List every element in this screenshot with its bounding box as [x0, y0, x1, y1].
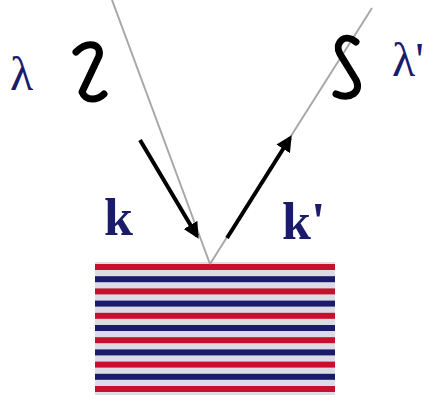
sample-layer: [95, 301, 335, 307]
sample-layer: [95, 386, 335, 392]
sample-layer: [95, 362, 335, 368]
wavevector-label: k': [282, 196, 325, 248]
wavelength-label: λ': [392, 36, 424, 84]
wavevector-label: k: [104, 192, 133, 244]
sample-layer: [95, 349, 335, 355]
incident-wave: [76, 45, 104, 99]
sample-layer: [95, 288, 335, 294]
sample-layer: [95, 337, 335, 343]
sample-layer: [95, 276, 335, 282]
wavelength-label: λ: [10, 50, 33, 98]
sample-layer: [95, 264, 335, 270]
scattered-ray: [210, 8, 372, 264]
layered-sample: [95, 262, 335, 395]
sample-layer: [95, 374, 335, 380]
scattered-wavevector: [227, 138, 290, 238]
scattered-wave: [336, 38, 358, 96]
sample-ground: [95, 262, 335, 395]
sample-layer: [95, 325, 335, 331]
incident-wavevector: [140, 140, 197, 236]
sample-layer: [95, 313, 335, 319]
